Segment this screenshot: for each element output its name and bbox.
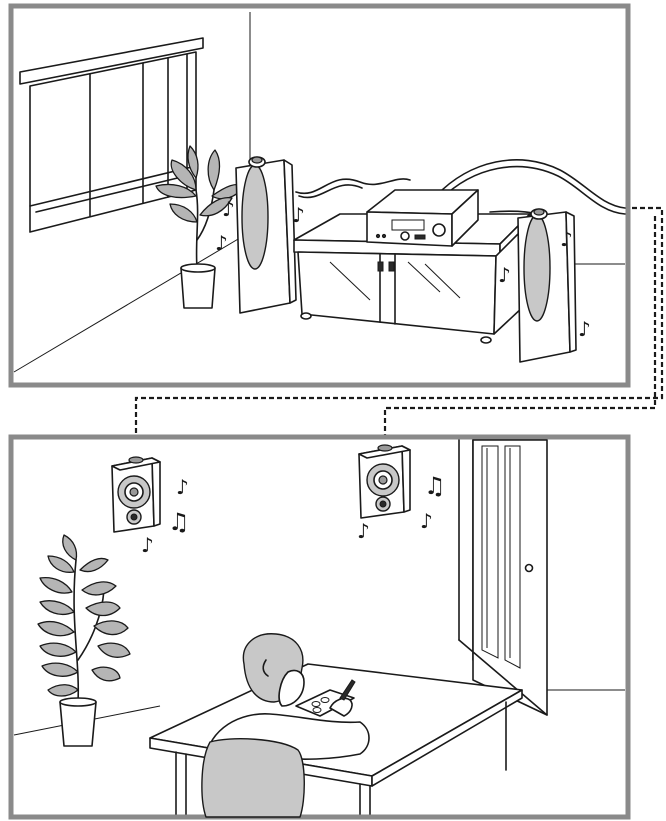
speaker-icon [236, 157, 296, 313]
svg-text:♪: ♪ [292, 203, 305, 227]
svg-text:♪: ♪ [357, 519, 370, 543]
svg-text:♪: ♪ [420, 509, 433, 533]
speaker-icon [112, 457, 160, 532]
svg-text:♪: ♪ [222, 197, 235, 221]
svg-text:♪: ♪ [560, 227, 573, 251]
svg-text:♫: ♫ [168, 508, 190, 536]
svg-text:♪: ♪ [578, 317, 591, 341]
receiver-icon [367, 190, 478, 246]
svg-text:♪: ♪ [215, 231, 228, 255]
door [459, 440, 547, 715]
svg-text:♫: ♫ [424, 472, 446, 500]
main-room-panel: ♪ ♪ ♪ ♪ ♪ ♪ [11, 6, 628, 385]
speaker-icon [359, 445, 410, 518]
svg-text:♪: ♪ [176, 475, 189, 499]
second-room-panel: ♪ ♫ ♪ ♫ ♪ ♪ [11, 437, 628, 817]
svg-text:♪: ♪ [141, 533, 154, 557]
svg-text:♪: ♪ [498, 263, 511, 287]
